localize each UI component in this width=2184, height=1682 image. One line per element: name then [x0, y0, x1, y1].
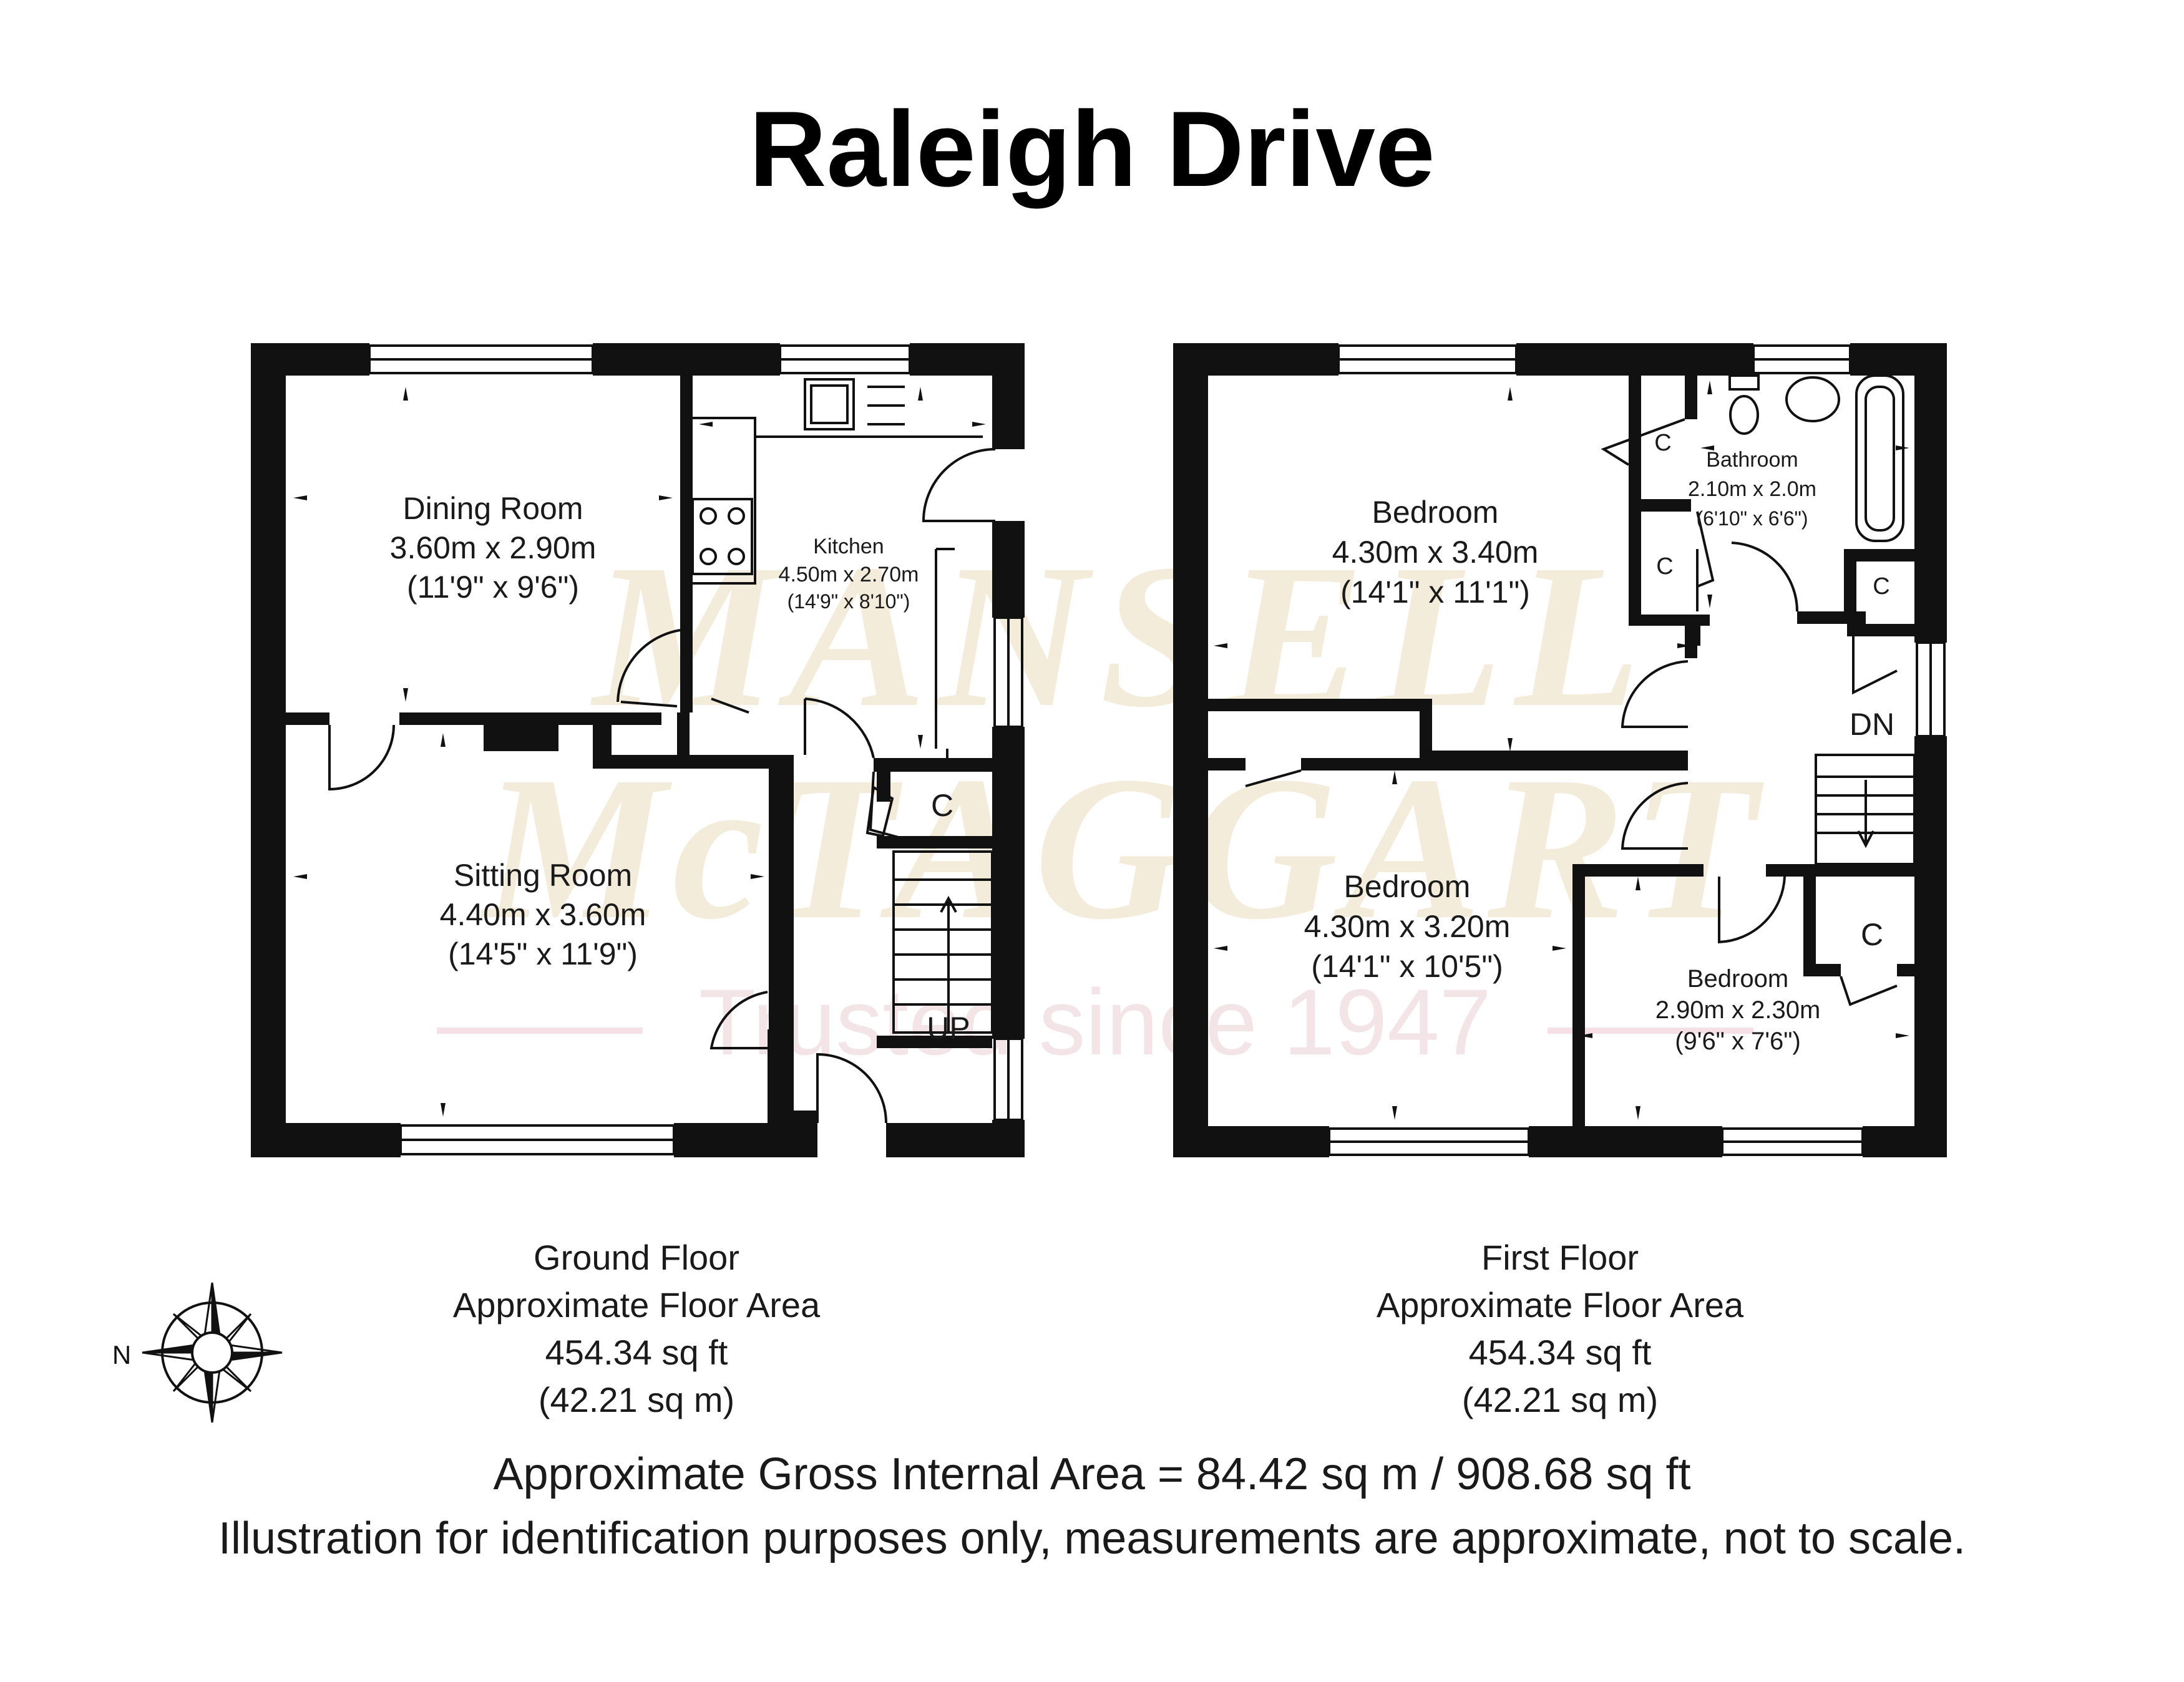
first-floor-area-label: Approximate Floor Area — [1376, 1285, 1744, 1325]
kitchen-metric: 4.50m x 2.70m — [779, 563, 919, 586]
sitting-room-name: Sitting Room — [454, 858, 632, 893]
cupboard-label-3: C — [1873, 573, 1889, 600]
ground-cupboard-label: C — [931, 788, 953, 823]
dining-room-imperial: (11'9" x 9'6") — [407, 570, 579, 605]
ground-floor-sqm: (42.21 sq m) — [538, 1380, 735, 1419]
bedroom-1-imperial: (14'1" x 11'1") — [1340, 575, 1530, 610]
gross-area: Approximate Gross Internal Area = 84.42 … — [493, 1449, 1691, 1499]
bedroom-2-metric: 4.30m x 3.20m — [1304, 909, 1511, 944]
disclaimer: Illustration for identification purposes… — [218, 1514, 1966, 1563]
first-floor-info: First Floor Approximate Floor Area 454.3… — [1310, 1234, 1810, 1424]
kitchen-name: Kitchen — [813, 535, 884, 558]
page-title: Raleigh Drive — [749, 89, 1435, 209]
watermark-line1: MANSELL — [590, 522, 1654, 750]
first-floor-name: First Floor — [1481, 1238, 1639, 1277]
ground-floor-plan: Dining Room 3.60m x 2.90m (11'9" x 9'6")… — [251, 343, 1025, 1157]
bedroom-1-name: Bedroom — [1372, 495, 1499, 530]
cupboard-label-4: C — [1861, 917, 1883, 952]
dining-room-name: Dining Room — [402, 491, 583, 526]
ground-floor-info: Ground Floor Approximate Floor Area 454.… — [387, 1234, 886, 1424]
cupboard-label-2: C — [1656, 553, 1673, 580]
stairs-down-label: DN — [1850, 707, 1894, 742]
watermark: MANSELL McTAGGART Trusted since 1947 — [437, 522, 1767, 1074]
compass-icon: N — [112, 1282, 283, 1423]
ground-floor-sqft: 454.34 sq ft — [545, 1333, 728, 1372]
bedroom-3-name: Bedroom — [1687, 965, 1788, 993]
bedroom-3-metric: 2.90m x 2.30m — [1655, 996, 1821, 1024]
bathroom-name: Bathroom — [1706, 448, 1798, 472]
bedroom-2-name: Bedroom — [1344, 869, 1471, 904]
watermark-line2: McTAGGART — [480, 734, 1767, 962]
bathroom-imperial: (6'10" x 6'6") — [1696, 507, 1808, 530]
sitting-room-imperial: (14'5" x 11'9") — [448, 936, 638, 971]
first-floor-plan: Bedroom 4.30m x 3.40m (14'1" x 11'1") Be… — [1173, 343, 1947, 1157]
bedroom-1-metric: 4.30m x 3.40m — [1332, 535, 1539, 570]
stairs-up-label: UP — [927, 1011, 970, 1046]
sitting-room-metric: 4.40m x 3.60m — [440, 897, 646, 932]
dining-room-metric: 3.60m x 2.90m — [390, 530, 597, 565]
bedroom-3-imperial: (9'6" x 7'6") — [1675, 1028, 1801, 1055]
first-floor-sqft: 454.34 sq ft — [1468, 1333, 1652, 1372]
first-floor-sqm: (42.21 sq m) — [1461, 1380, 1659, 1419]
cupboard-label-1: C — [1654, 430, 1671, 456]
bathroom-metric: 2.10m x 2.0m — [1688, 477, 1816, 501]
compass-north-label: N — [112, 1340, 131, 1369]
bedroom-2-imperial: (14'1" x 10'5") — [1311, 949, 1503, 984]
kitchen-imperial: (14'9" x 8'10") — [787, 590, 910, 613]
ground-floor-name: Ground Floor — [534, 1238, 739, 1277]
ground-floor-area-label: Approximate Floor Area — [452, 1285, 821, 1325]
